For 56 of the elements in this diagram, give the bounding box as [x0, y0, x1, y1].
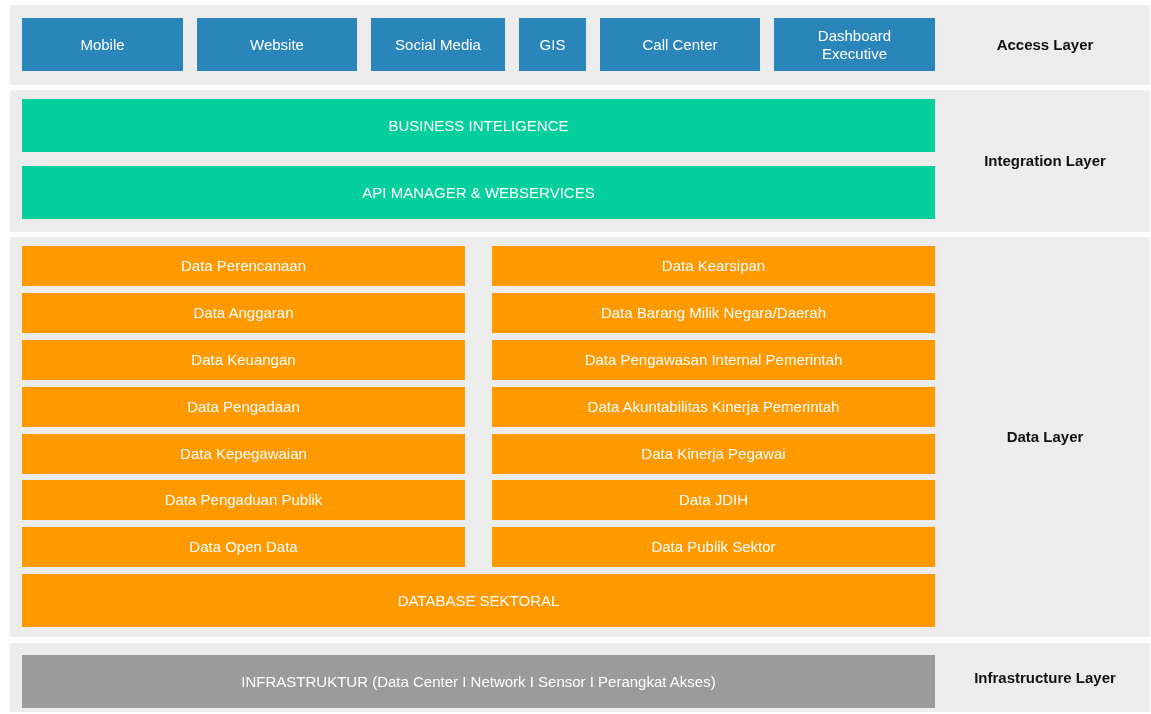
data-box: [22, 246, 465, 286]
data-box: [22, 434, 465, 474]
box-label: Data Pengawasan Internal Pemerintah: [584, 351, 843, 369]
box-label: BUSINESS INTELIGENCE: [388, 116, 569, 135]
layer-label: Data Layer: [1005, 427, 1085, 447]
layer-label: Infrastructure Layer: [973, 667, 1117, 688]
box-label: Data Anggaran: [193, 304, 294, 322]
data-box: [492, 293, 935, 333]
access-channel-box: [197, 18, 357, 71]
box-label: Data Kearsipan: [661, 257, 766, 275]
access-channel-box: [371, 18, 505, 71]
infrastructure-bar: [22, 655, 935, 708]
data-box: [22, 574, 935, 627]
data-box: [492, 340, 935, 380]
layer-label: Access Layer: [995, 35, 1095, 55]
layer-band: [10, 237, 1150, 637]
box-label: Data Barang Milik Negara/Daerah: [600, 304, 827, 322]
access-channel-box: [774, 18, 935, 71]
box-label: Data Open Data: [189, 538, 298, 556]
box-label: Data Pengadaan: [187, 398, 300, 416]
data-box: [22, 387, 465, 427]
data-box: [22, 340, 465, 380]
box-label: Data Kinerja Pegawai: [641, 445, 786, 463]
data-box: [492, 527, 935, 567]
box-label: INFRASTRUKTUR (Data Center I Network I Sensor I Perangkat Akses): [241, 672, 716, 691]
layer-label: Integration Layer: [983, 151, 1107, 171]
box-label: DATABASE SEKTORAL: [397, 591, 560, 610]
data-box: [492, 480, 935, 520]
box-label: Website: [250, 35, 304, 54]
box-label: Data Pengaduan Publik: [164, 491, 323, 509]
data-box: [492, 387, 935, 427]
box-label: Data Perencanaan: [180, 257, 307, 275]
box-label: Mobile: [80, 35, 125, 54]
service-bar: [22, 166, 935, 219]
data-box: [22, 293, 465, 333]
box-label: Social Media: [395, 35, 481, 54]
service-bar: [22, 99, 935, 152]
box-label: Dashboard Executive: [816, 26, 893, 63]
data-box: [492, 246, 935, 286]
access-channel-box: [519, 18, 586, 71]
layer-band: [10, 90, 1150, 232]
data-box: [22, 527, 465, 567]
box-label: API MANAGER & WEBSERVICES: [362, 183, 595, 202]
data-box: [22, 480, 465, 520]
layer-band: [10, 5, 1150, 85]
box-label: Call Center: [642, 35, 718, 54]
access-channel-box: [22, 18, 183, 71]
box-label: GIS: [539, 35, 566, 54]
box-label: Data Akuntabilitas Kinerja Pemerintah: [587, 398, 840, 416]
data-box: [492, 434, 935, 474]
box-label: Data Kepegawaian: [180, 445, 307, 463]
layer-band: [10, 643, 1150, 712]
box-label: Data Publik Sektor: [651, 538, 776, 556]
box-label: Data JDIH: [678, 491, 749, 509]
box-label: Data Keuangan: [191, 351, 296, 369]
access-channel-box: [600, 18, 760, 71]
